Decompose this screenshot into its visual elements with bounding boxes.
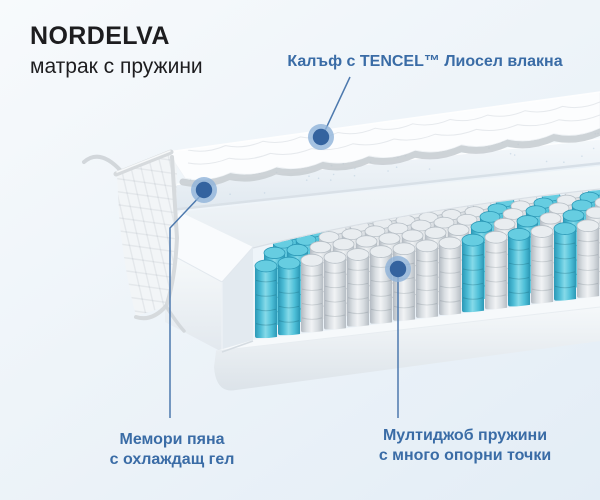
spring-coil-blue [277, 256, 301, 336]
spring-coil-blue [461, 233, 485, 313]
cover-back-piping [82, 154, 123, 173]
callout-label-springs: Мултиджоб пружини с много опорни точки [355, 426, 575, 466]
spring-coil-gray [346, 248, 370, 327]
callout-label-springs-line1: Мултиджоб пружини [382, 427, 548, 444]
foam-frame-top [180, 166, 600, 248]
spring-coil-gray [415, 239, 439, 318]
callout-label-cover: Калъф с TENCEL™ Лиосел влакна [287, 53, 563, 70]
foam-base [214, 296, 600, 391]
spring-coil-gray [300, 253, 324, 333]
hotspot-dot-foam[interactable] [191, 177, 217, 203]
cover-underside-shadow [179, 128, 600, 188]
product-subtitle: матрак с пружини [30, 55, 203, 78]
callout-label-foam: Мемори пяна с охлаждащ гел [62, 430, 282, 470]
callout-markers [169, 76, 411, 418]
spring-coil-gray [323, 251, 347, 330]
callout-label-foam-line2: с охлаждащ гел [109, 451, 235, 468]
cover-side-drape [117, 152, 177, 316]
spring-coil-gray [369, 245, 393, 324]
spring-coil-gray [576, 219, 600, 298]
callout-label-springs-line2: с много опорни точки [378, 447, 552, 464]
spring-coil-gray [438, 236, 462, 315]
hotspot-dot-cover[interactable] [308, 124, 334, 150]
hotspot-dot-springs[interactable] [385, 256, 411, 282]
callout-line-foam [169, 191, 205, 418]
callout-label-foam-line1: Мемори пяна [119, 431, 225, 448]
spring-coil-blue [553, 222, 577, 301]
spring-coil-gray [484, 230, 508, 310]
spring-coil-blue [254, 259, 278, 338]
foam-frame-top-edge [252, 188, 600, 249]
spring-coil-gray [530, 225, 554, 304]
pocket-spring-field [254, 190, 600, 338]
spring-coil-blue [507, 228, 531, 307]
drape-piping [113, 149, 186, 333]
cover-top-surface [167, 91, 600, 180]
product-title: NORDELVA [30, 22, 170, 50]
